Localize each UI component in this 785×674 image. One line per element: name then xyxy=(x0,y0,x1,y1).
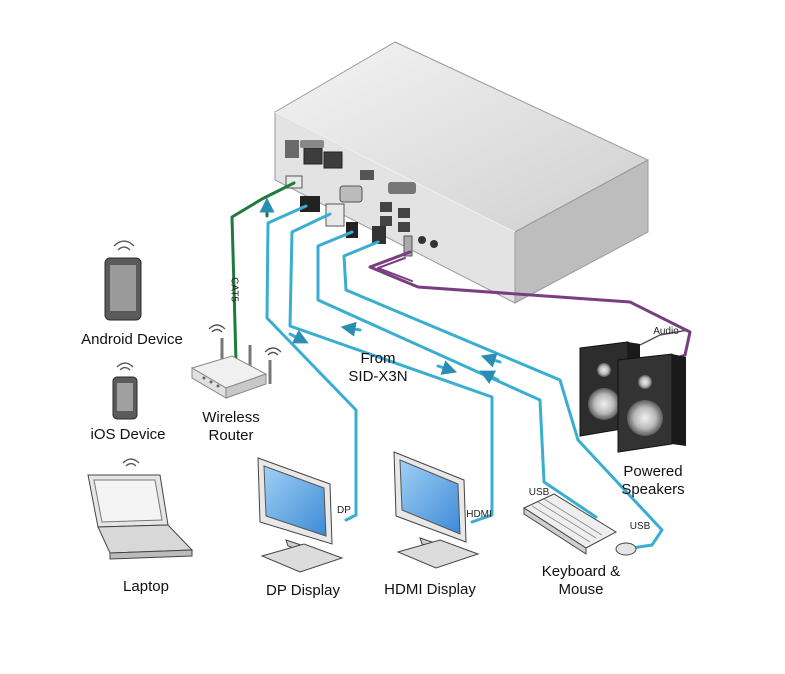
sid-device xyxy=(273,41,650,304)
cat5-cable xyxy=(230,181,296,364)
powered-speakers xyxy=(579,329,689,453)
android-device xyxy=(104,240,142,321)
wifi-icon xyxy=(113,240,135,251)
usb-mouse-cable xyxy=(342,240,664,550)
ios-device xyxy=(112,362,138,420)
usb-keyboard-label: USB xyxy=(528,487,550,498)
usb-mouse-label: USB xyxy=(629,521,651,532)
wifi-icon xyxy=(264,347,282,356)
speakers-label-line2: Speakers xyxy=(621,481,685,498)
hdmi-cable-label: HDMI xyxy=(466,509,492,520)
speakers-label-line1: Powered xyxy=(623,463,683,480)
audio-cable xyxy=(368,250,692,367)
dp-cable xyxy=(265,204,358,522)
wifi-icon xyxy=(208,324,226,333)
wifi-icon xyxy=(116,362,134,371)
dp-display xyxy=(257,457,344,573)
from-label-line1: From xyxy=(360,350,396,367)
router-label-line2: Router xyxy=(208,427,254,444)
rear-ports xyxy=(285,140,438,257)
wifi-icon xyxy=(122,458,140,467)
keyboard-label-line2: Mouse xyxy=(558,581,604,598)
hdmi-display xyxy=(393,451,480,569)
wireless-router xyxy=(190,324,282,399)
android-device-label: Android Device xyxy=(81,331,183,348)
usb-keyboard-cable xyxy=(316,230,598,519)
dp-cable-label: DP xyxy=(337,505,351,516)
dp-display-label: DP Display xyxy=(266,582,340,599)
from-label-line2: SID-X3N xyxy=(348,368,408,385)
keyboard-label-line1: Keyboard & xyxy=(541,563,621,580)
hdmi-cable xyxy=(288,212,494,524)
cat5-cable-label: CAT5 xyxy=(228,277,240,302)
router-label-line1: Wireless xyxy=(202,409,260,426)
hdmi-display-label: HDMI Display xyxy=(384,581,476,598)
laptop-device xyxy=(87,458,194,560)
audio-cable-label: Audio xyxy=(653,326,679,337)
ios-device-label: iOS Device xyxy=(90,426,166,443)
laptop-label: Laptop xyxy=(123,578,169,595)
keyboard-mouse xyxy=(522,493,637,556)
